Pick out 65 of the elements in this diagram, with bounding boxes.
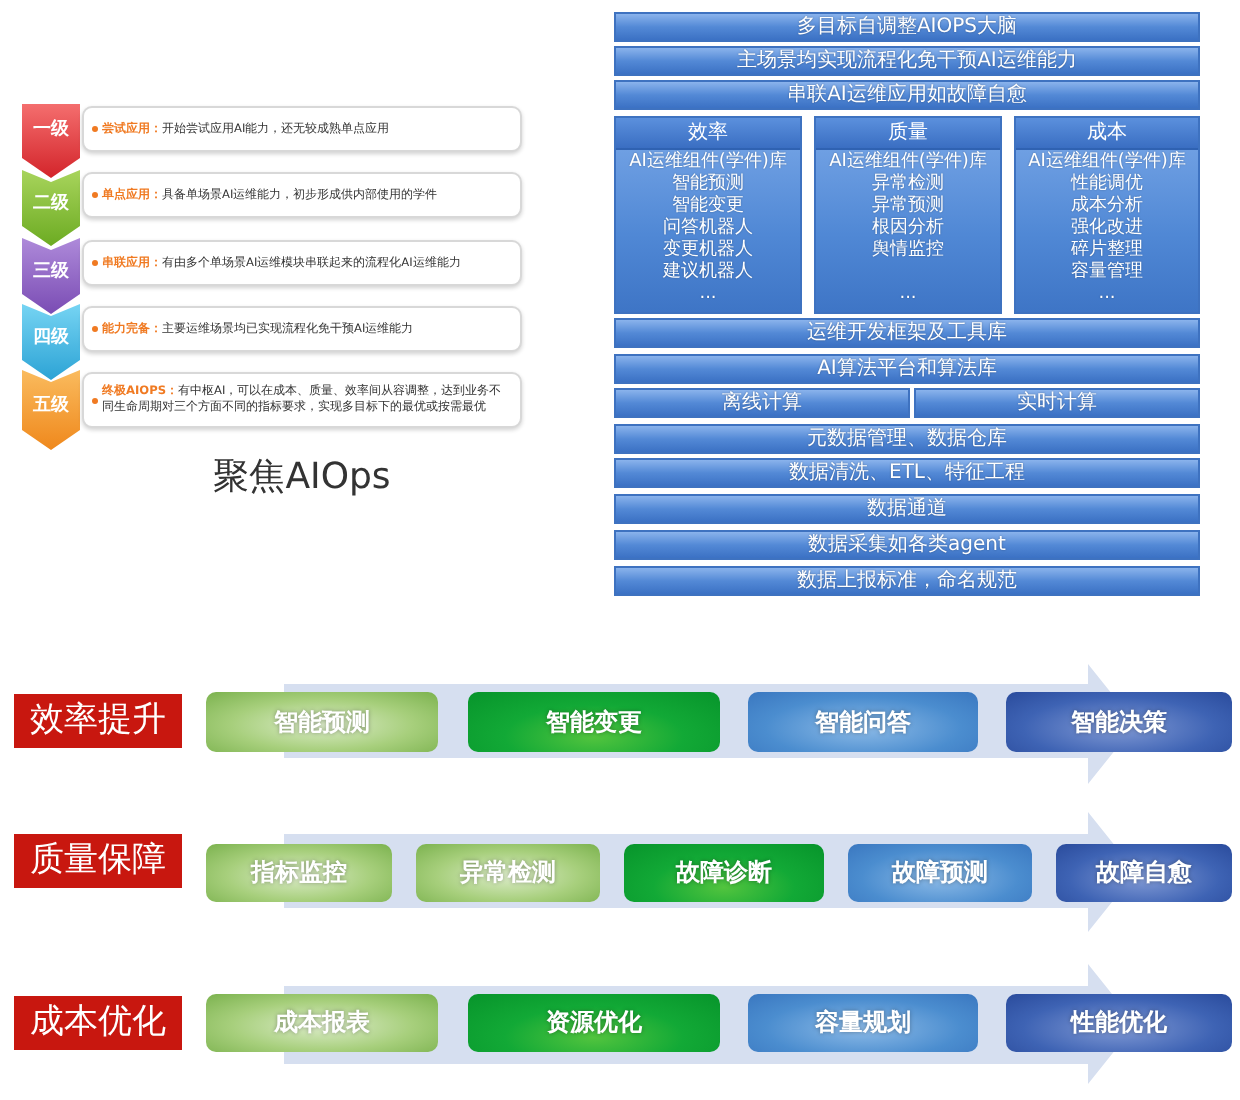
panel-header: 效率 bbox=[616, 118, 800, 150]
stage-box: 容量规划 bbox=[748, 994, 978, 1052]
list-item: 碎片整理 bbox=[1071, 240, 1143, 261]
stage-box: 智能预测 bbox=[206, 692, 438, 752]
layer-band: 运维开发框架及工具库 bbox=[614, 318, 1200, 348]
level-badge: 二级 bbox=[22, 170, 80, 246]
list-item: 容量管理 bbox=[1071, 262, 1143, 284]
category-label: 质量保障 bbox=[14, 834, 182, 888]
level-badge: 四级 bbox=[22, 304, 80, 380]
list-item: 根因分析 bbox=[872, 218, 944, 239]
list-item: 建议机器人 bbox=[663, 262, 753, 284]
caption-text: 聚焦AIOps bbox=[211, 454, 393, 502]
list-item: 智能预测 bbox=[672, 174, 744, 195]
list-item: AI运维组件(学件)库 bbox=[1028, 152, 1186, 173]
list-item: 智能变更 bbox=[672, 196, 744, 217]
level-badge: 三级 bbox=[22, 238, 80, 314]
list-item: 强化改进 bbox=[1071, 218, 1143, 239]
category-label: 效率提升 bbox=[14, 694, 182, 748]
list-item: 异常预测 bbox=[872, 196, 944, 217]
level-badge: 一级 bbox=[22, 104, 80, 178]
stage-box: 智能问答 bbox=[748, 692, 978, 752]
layer-band: 数据上报标准，命名规范 bbox=[614, 566, 1200, 596]
list-item: ... bbox=[899, 284, 917, 306]
layer-band: 离线计算 bbox=[614, 388, 910, 418]
panel-header: 质量 bbox=[816, 118, 1000, 150]
layer-band: 元数据管理、数据仓库 bbox=[614, 424, 1200, 454]
list-item: AI运维组件(学件)库 bbox=[629, 152, 787, 173]
category-panel bbox=[814, 116, 1002, 314]
level-box bbox=[82, 172, 522, 218]
list-item: AI运维组件(学件)库 bbox=[829, 152, 987, 173]
list-item: ... bbox=[699, 284, 717, 306]
stage-box: 指标监控 bbox=[206, 844, 392, 902]
stage-box: 故障预测 bbox=[848, 844, 1032, 902]
list-item: 成本分析 bbox=[1071, 196, 1143, 217]
panel-header: 成本 bbox=[1016, 118, 1198, 150]
list-item: 异常检测 bbox=[872, 174, 944, 195]
level-box bbox=[82, 306, 522, 352]
layer-band: 数据清洗、ETL、特征工程 bbox=[614, 458, 1200, 488]
level-box bbox=[82, 240, 522, 286]
stage-box: 性能优化 bbox=[1006, 994, 1232, 1052]
list-item: 舆情监控 bbox=[872, 240, 944, 262]
category-label: 成本优化 bbox=[14, 996, 182, 1050]
category-panel bbox=[1014, 116, 1200, 314]
stage-box: 故障诊断 bbox=[624, 844, 824, 902]
list-item: 问答机器人 bbox=[663, 218, 753, 239]
stage-box: 智能变更 bbox=[468, 692, 720, 752]
layer-band: 数据通道 bbox=[614, 494, 1200, 524]
layer-band: 主场景均实现流程化免干预AI运维能力 bbox=[614, 46, 1200, 76]
layer-band: AI算法平台和算法库 bbox=[614, 354, 1200, 384]
level-box bbox=[82, 372, 522, 428]
list-item: ... bbox=[1098, 284, 1116, 306]
stage-box: 故障自愈 bbox=[1056, 844, 1232, 902]
list-item: 性能调优 bbox=[1071, 174, 1143, 195]
layer-band: 数据采集如各类agent bbox=[614, 530, 1200, 560]
stage-box: 智能决策 bbox=[1006, 692, 1232, 752]
layer-band: 串联AI运维应用如故障自愈 bbox=[614, 80, 1200, 110]
layer-band: 实时计算 bbox=[914, 388, 1200, 418]
layer-band: 多目标自调整AIOPS大脑 bbox=[614, 12, 1200, 42]
category-panel bbox=[614, 116, 802, 314]
stage-box: 异常检测 bbox=[416, 844, 600, 902]
stage-box: 成本报表 bbox=[206, 994, 438, 1052]
list-item: 变更机器人 bbox=[663, 240, 753, 261]
level-box bbox=[82, 106, 522, 152]
stage-box: 资源优化 bbox=[468, 994, 720, 1052]
level-badge: 五级 bbox=[22, 370, 80, 450]
